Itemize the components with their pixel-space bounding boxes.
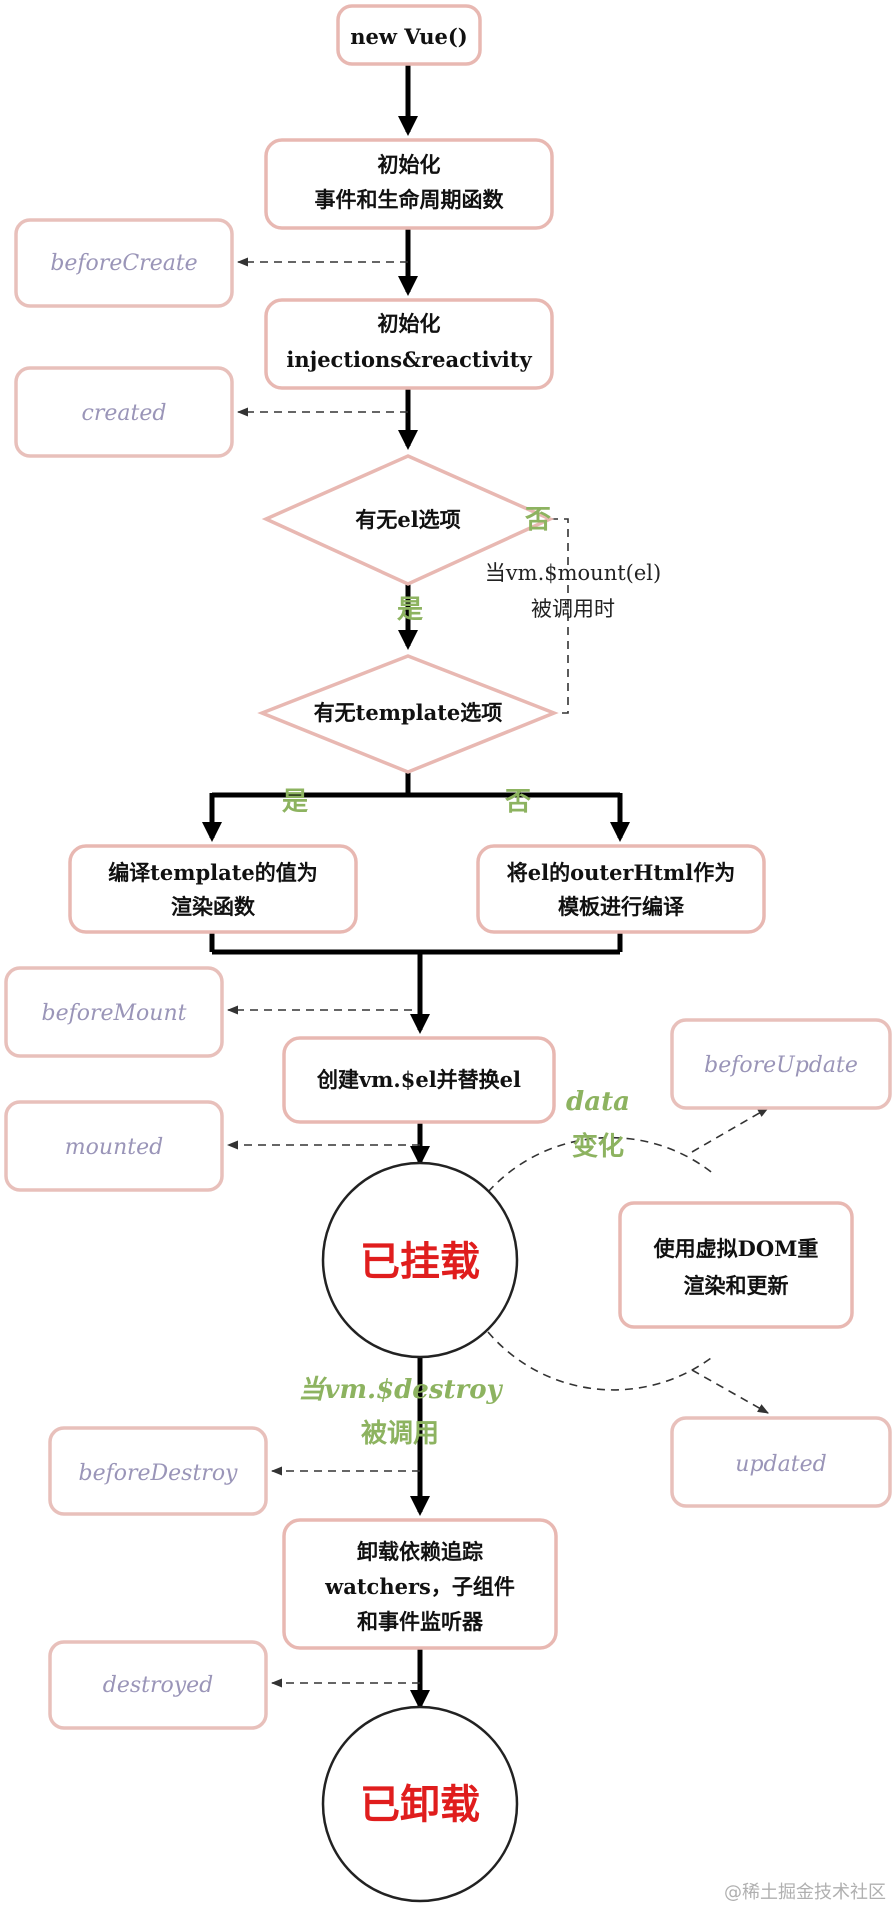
hook-before-update: beforeUpdate — [670, 1018, 892, 1110]
init-injections-label-2: injections&reactivity — [286, 347, 532, 372]
data-change-label-2: 变化 — [572, 1131, 624, 1162]
rerender-label-2: 渲染和更新 — [684, 1273, 789, 1298]
node-has-el-diamond: 有无el选项 — [261, 454, 555, 586]
node-init-injections: 初始化 injections&reactivity — [264, 298, 554, 390]
node-compile-template: 编译template的值为 渲染函数 — [68, 844, 358, 934]
hook-mounted-label: mounted — [65, 1135, 163, 1160]
teardown-label-1: 卸载依赖追踪 — [357, 1539, 483, 1564]
mounted-state-label: 已挂载 — [360, 1238, 480, 1285]
node-compile-outerhtml: 将el的outerHtml作为 模板进行编译 — [476, 844, 766, 934]
hook-updated: updated — [670, 1416, 892, 1508]
destroy-call-label-2: 被调用 — [361, 1419, 439, 1449]
node-destroyed-state: 已卸载 — [321, 1705, 519, 1903]
hook-before-destroy: beforeDestroy — [48, 1426, 268, 1516]
teardown-label-2: watchers，子组件 — [324, 1574, 515, 1599]
hook-before-mount-label: beforeMount — [42, 1001, 187, 1026]
hook-before-update-label: beforeUpdate — [704, 1053, 858, 1078]
no-template-label: 否 — [505, 787, 531, 817]
mount-call-label-1: 当vm.$mount(el) — [485, 561, 661, 585]
hook-mounted: mounted — [4, 1100, 224, 1192]
has-template-label: 有无template选项 — [314, 700, 503, 725]
hook-updated-label: updated — [735, 1452, 826, 1477]
rerender-label-1: 使用虚拟DOM重 — [653, 1236, 819, 1261]
node-rerender: 使用虚拟DOM重 渲染和更新 — [618, 1201, 854, 1329]
data-change-label-1: data — [566, 1087, 630, 1117]
create-el-label: 创建vm.$el并替换el — [316, 1067, 521, 1092]
destroy-call-label-1: 当vm.$destroy — [298, 1375, 503, 1405]
node-new-vue: new Vue() — [336, 4, 482, 66]
destroyed-state-label: 已卸载 — [360, 1781, 480, 1828]
compile-outerhtml-label-2: 模板进行编译 — [558, 894, 685, 919]
hook-before-create-label: beforeCreate — [50, 251, 197, 276]
node-init-events: 初始化 事件和生命周期函数 — [264, 138, 554, 230]
hook-before-destroy-label: beforeDestroy — [78, 1461, 238, 1486]
node-mounted-state: 已挂载 — [321, 1161, 519, 1359]
hook-before-create: beforeCreate — [14, 218, 234, 308]
new-vue-label: new Vue() — [350, 24, 467, 49]
has-el-label: 有无el选项 — [355, 507, 460, 532]
compile-template-label-1: 编译template的值为 — [108, 860, 318, 885]
hook-created-label: created — [82, 401, 167, 426]
init-events-label-1: 初始化 — [378, 152, 441, 177]
teardown-label-3: 和事件监听器 — [357, 1609, 484, 1634]
hook-destroyed-label: destroyed — [103, 1673, 214, 1698]
flow-lines — [202, 62, 630, 1710]
compile-template-label-2: 渲染函数 — [171, 894, 256, 919]
hook-created: created — [14, 366, 234, 458]
watermark: @稀土掘金技术社区 — [724, 1882, 886, 1903]
node-has-template-diamond: 有无template选项 — [257, 654, 559, 774]
node-teardown: 卸载依赖追踪 watchers，子组件 和事件监听器 — [282, 1518, 558, 1650]
hook-destroyed: destroyed — [48, 1640, 268, 1730]
yes-el-label: 是 — [397, 595, 423, 625]
node-create-el: 创建vm.$el并替换el — [282, 1036, 556, 1124]
no-el-label: 否 — [525, 505, 551, 535]
compile-outerhtml-label-1: 将el的outerHtml作为 — [507, 860, 735, 885]
init-events-label-2: 事件和生命周期函数 — [315, 187, 505, 212]
hook-before-mount: beforeMount — [4, 966, 224, 1058]
init-injections-label-1: 初始化 — [378, 311, 441, 336]
yes-template-label: 是 — [282, 787, 308, 817]
hook-arrows — [226, 257, 769, 1688]
mount-call-label-2: 被调用时 — [531, 597, 615, 621]
